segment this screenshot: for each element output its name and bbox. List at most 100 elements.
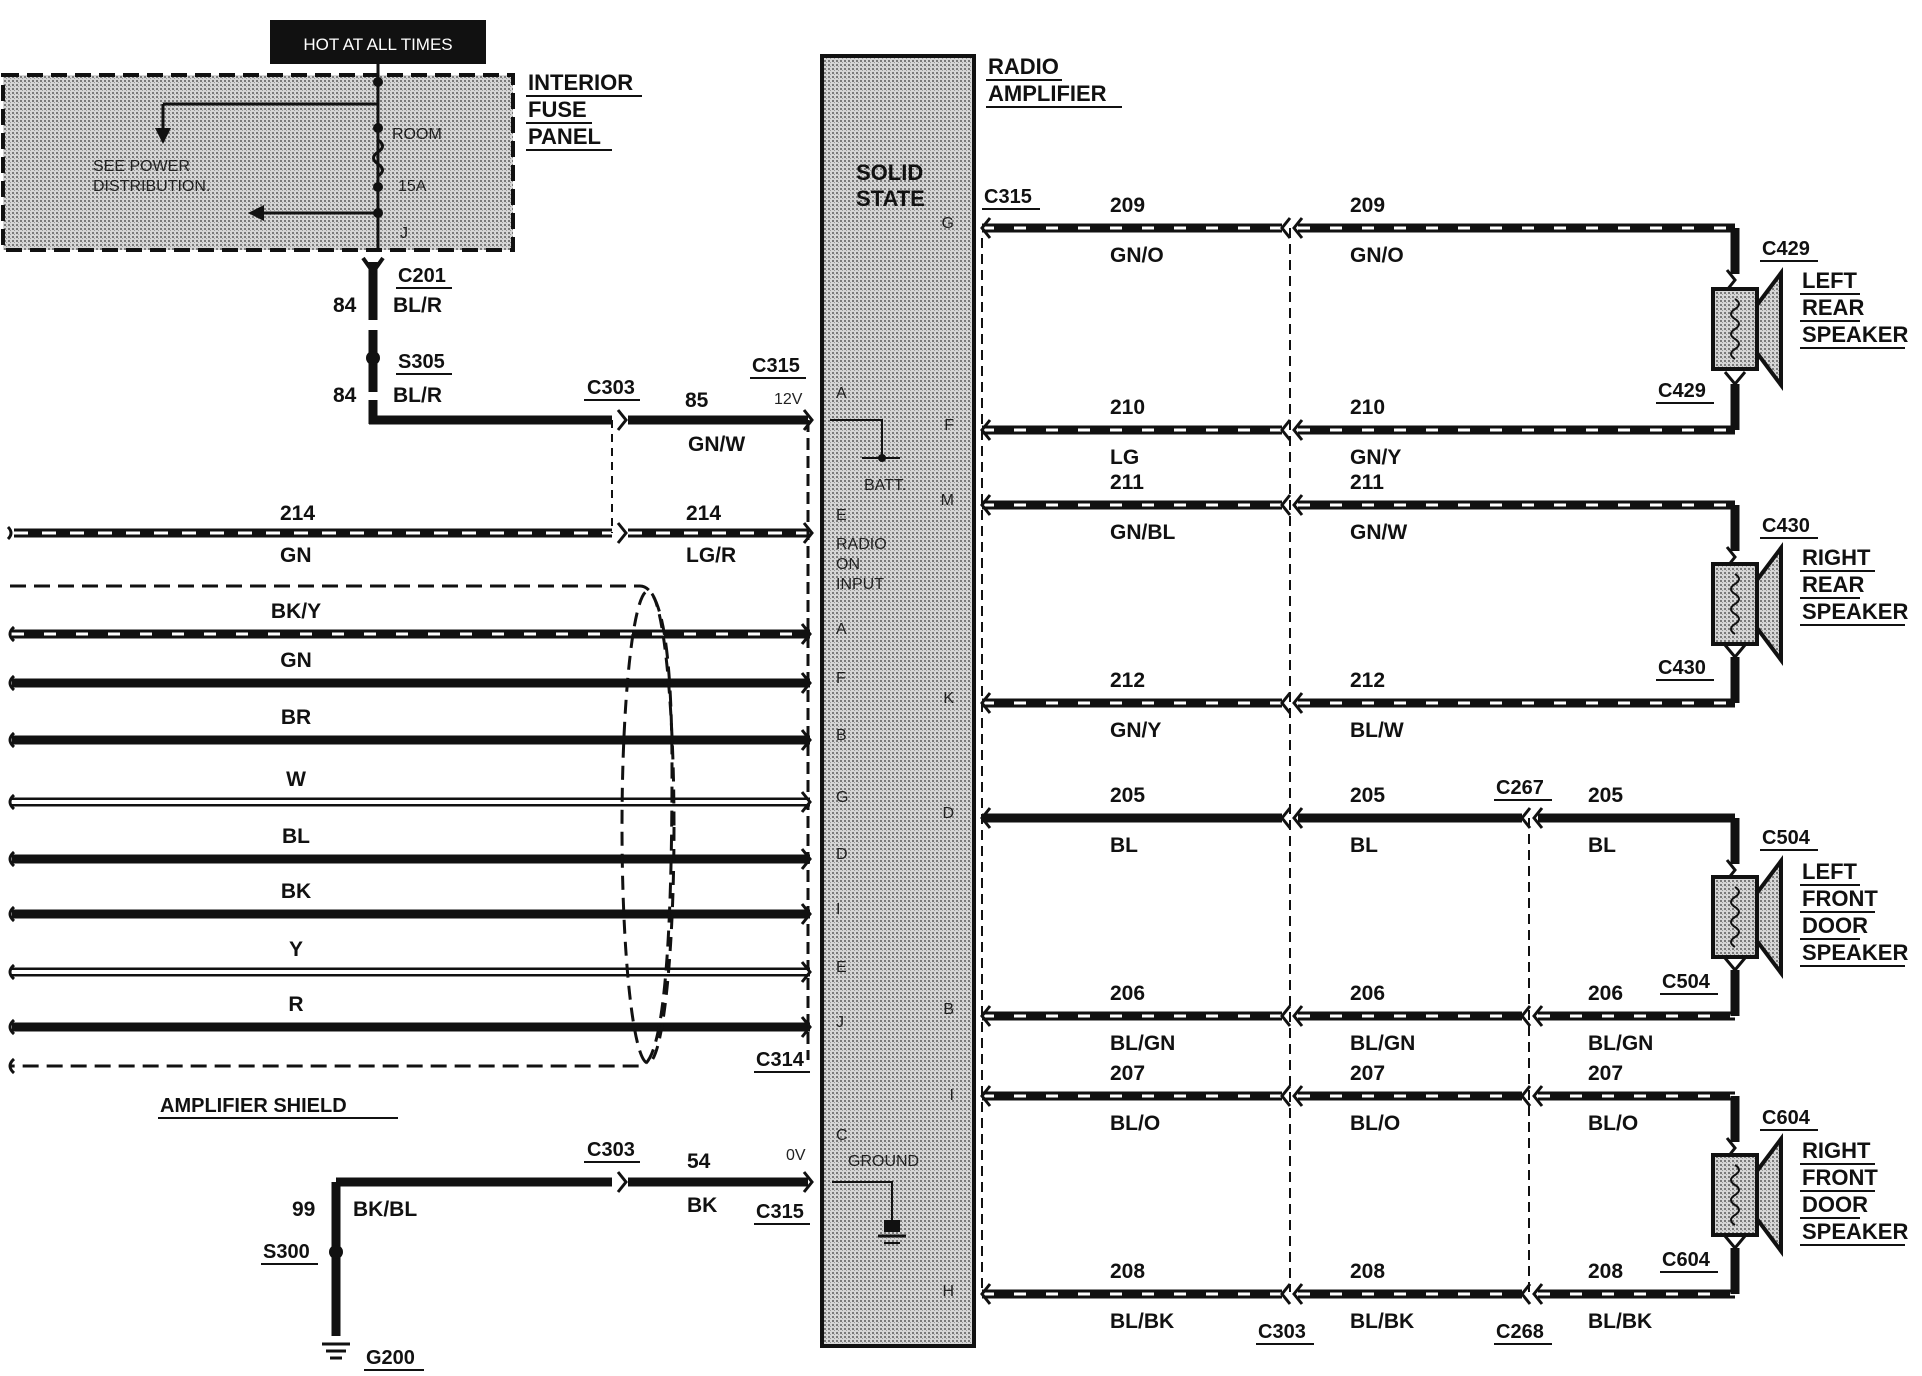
speaker-wire-chev-amp-4: [980, 807, 992, 829]
right-pin-4: D: [942, 805, 954, 822]
fuse-panel-title-1: INTERIOR: [528, 70, 633, 95]
right-pin-7: H: [942, 1283, 954, 1300]
speaker-circuit-num-a-7: 208: [1110, 1260, 1145, 1283]
left-pin-0: A: [836, 385, 847, 402]
right-side-connectors: C315 C267 C303 C268: [981, 186, 1552, 1345]
speaker-circuit-num-a-1: 210: [1110, 396, 1145, 419]
speaker-circuit-num-a-2: 211: [1110, 471, 1144, 494]
shield-wire-end-4: [8, 850, 16, 868]
speaker-circuit-num-c-7: 208: [1588, 1260, 1623, 1283]
shield-wire-label-2: BR: [281, 706, 311, 729]
arrow-left-icon: [248, 205, 264, 221]
speaker-circuit-color-c-4: BL: [1588, 834, 1616, 857]
shield-wire-end-7: [8, 1018, 16, 1036]
interior-fuse-panel: ROOM 15A J SEE POWER DISTRIBUTION. INTER…: [1, 64, 642, 252]
fuse-rating: 15A: [398, 178, 427, 195]
speaker-wire-chev-c-7: [1520, 1283, 1532, 1305]
left-pin-5: G: [836, 789, 848, 806]
speaker-wire-chev-c303a-7: [1280, 1283, 1292, 1305]
speaker-3-label-3: SPEAKER: [1802, 1219, 1908, 1244]
connector-c314: C314: [756, 1049, 805, 1071]
speaker-wire-chev-c303b-4: [1292, 807, 1304, 829]
speaker-circuit-num-b-2: 211: [1350, 471, 1384, 494]
battery-feed-circuit: C201 84 BL/R S305 84 BL/R C303 85 GN/W C…: [333, 256, 808, 456]
circuit-85-num: 85: [685, 389, 709, 412]
speaker-2-label-1: FRONT: [1802, 886, 1878, 911]
shield-wire-chevron-5: [800, 903, 812, 925]
ground-g200-label: G200: [366, 1347, 415, 1369]
right-pin-1: F: [944, 417, 954, 434]
speakers: LEFTREARSPEAKERRIGHTREARSPEAKERLEFTFRONT…: [1711, 228, 1908, 1294]
speaker-wire-chev-amp-3: [980, 692, 992, 714]
speaker-wire-chev-c303b-0: [1292, 217, 1304, 239]
left-pin-4: B: [836, 727, 847, 744]
speaker-circuit-num-b-7: 208: [1350, 1260, 1385, 1283]
speaker-chev-bottom-2: [1723, 957, 1747, 973]
fuse-panel-title-2: FUSE: [528, 97, 587, 122]
speaker-wire-chev-d-4: [1532, 807, 1544, 829]
speaker-wire-chev-d-7: [1532, 1283, 1544, 1305]
shield-wire-label-6: Y: [289, 938, 303, 961]
right-pin-5: B: [943, 1001, 954, 1018]
speaker-circuit-num-a-4: 205: [1110, 784, 1145, 807]
left-pin-2: A: [836, 621, 847, 638]
connector-c303-c: C303: [1258, 1321, 1306, 1343]
speaker-circuit-num-b-1: 210: [1350, 396, 1385, 419]
speaker-wire-chev-c303b-3: [1292, 692, 1304, 714]
speaker-wire-chev-amp-0: [980, 217, 992, 239]
circuit-214-left-color: GN: [280, 544, 312, 567]
right-pin-2: M: [941, 492, 954, 509]
amplifier-shield-outline: AMPLIFIER SHIELD C314: [10, 584, 810, 1119]
speaker-wire-chev-c303a-5: [1280, 1005, 1292, 1027]
speaker-coil-2: [1730, 886, 1740, 948]
solid-state-1: SOLID: [856, 160, 923, 185]
amplifier-shield-label: AMPLIFIER SHIELD: [160, 1095, 347, 1117]
speaker-circuit-color-b-2: GN/W: [1350, 521, 1407, 544]
speaker-circuit-color-b-5: BL/GN: [1350, 1032, 1415, 1055]
speaker-wire-chev-amp-1: [980, 419, 992, 441]
connector-c268: C268: [1496, 1321, 1544, 1343]
speaker-wire-chev-d-5: [1532, 1005, 1544, 1027]
c315-chevron-2: [802, 1171, 814, 1193]
shield-wire-label-3: W: [286, 768, 306, 791]
shield-wire-chevron-6: [800, 961, 812, 983]
circuit-84-top-color: BL/R: [393, 294, 442, 317]
speaker-circuit-color-b-6: BL/O: [1350, 1112, 1400, 1135]
shield-wire-end-1: [8, 674, 16, 692]
splice-s305: [366, 351, 380, 365]
circuit-99-color: BK/BL: [353, 1198, 417, 1221]
connector-c504-top: C504: [1762, 827, 1811, 849]
speaker-circuit-color-b-7: BL/BK: [1350, 1310, 1414, 1333]
c315-chevron-1: [802, 522, 814, 544]
left-pin-1: E: [836, 507, 847, 524]
speaker-icon-2: [1755, 855, 1783, 979]
fuse-terminal: J: [400, 225, 408, 242]
speaker-circuit-color-b-4: BL: [1350, 834, 1378, 857]
shield-wire-chevron-1: [800, 672, 812, 694]
radio-amplifier-module: RADIO AMPLIFIER SOLID STATE BATT. RADIO …: [820, 54, 1122, 1348]
speaker-circuit-num-b-3: 212: [1350, 669, 1385, 692]
right-pin-3: K: [943, 690, 954, 707]
speaker-wire-chev-d-6: [1532, 1085, 1544, 1107]
speaker-chev-bottom-0: [1723, 371, 1747, 387]
speaker-circuit-color-b-0: GN/O: [1350, 244, 1404, 267]
right-pin-0: G: [942, 215, 954, 232]
shield-wire-end-5: [8, 905, 16, 923]
voltage-12v: 12V: [774, 391, 803, 408]
speaker-circuit-color-a-7: BL/BK: [1110, 1310, 1174, 1333]
speaker-wire-chev-c-6: [1520, 1085, 1532, 1107]
speaker-circuit-color-a-5: BL/GN: [1110, 1032, 1175, 1055]
fuse-icon: [372, 138, 384, 178]
shield-wire-end-6: [8, 963, 16, 981]
speaker-wire-chev-c303b-5: [1292, 1005, 1304, 1027]
speaker-2-label-3: SPEAKER: [1802, 940, 1908, 965]
shield-wire-chevron-0: [800, 623, 812, 645]
circuit-84-top-num: 84: [333, 294, 357, 317]
speaker-wires: 209GN/O209GN/O210LG210GN/Y211GN/BL211GN/…: [980, 194, 1735, 1333]
circuit-84-bot-color: BL/R: [393, 384, 442, 407]
speaker-2-label-2: DOOR: [1802, 913, 1868, 938]
